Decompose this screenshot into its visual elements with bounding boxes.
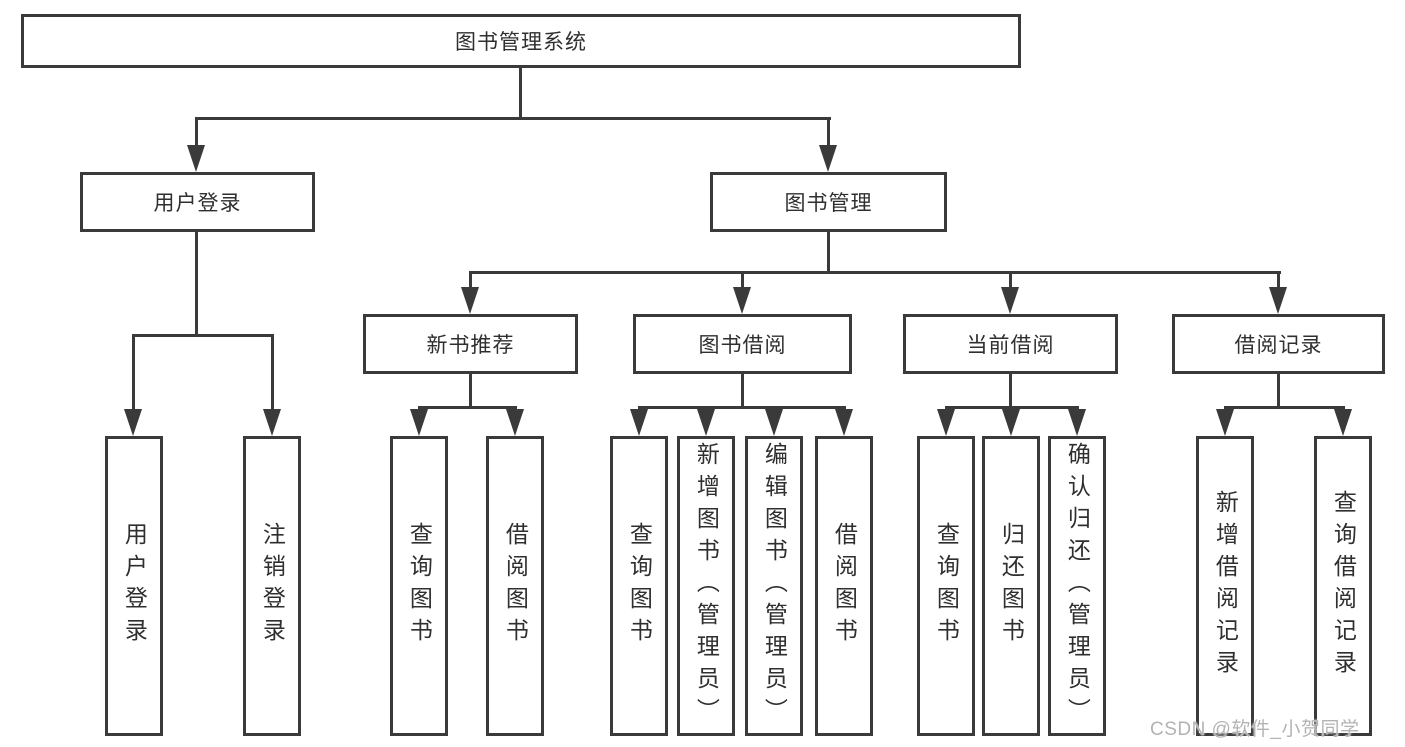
node-label: 查询图书 [626, 522, 653, 650]
arrow-down-icon [461, 287, 479, 314]
arrow-down-icon [124, 409, 142, 436]
node-label: 新书推荐 [426, 334, 515, 357]
connector-hline [638, 406, 846, 409]
node-borrow-records: 借阅记录 [1172, 314, 1385, 374]
connector-vline [1277, 374, 1280, 409]
leaf-borrow-books: 借阅图书 [815, 436, 873, 736]
node-label: 借阅记录 [1234, 334, 1323, 357]
leaf-query-borrow-record: 查询借阅记录 [1314, 436, 1372, 736]
node-label: 用户登录 [153, 192, 242, 215]
arrow-down-icon [733, 287, 751, 314]
arrow-down-icon [819, 145, 837, 172]
leaf-query-books-current: 查询图书 [917, 436, 975, 736]
connector-vline [195, 232, 198, 337]
node-label: 借阅图书 [831, 522, 858, 650]
connector-vline [1009, 374, 1012, 409]
arrow-down-icon [630, 409, 648, 436]
connector-vline [741, 374, 744, 409]
arrow-down-icon [835, 409, 853, 436]
node-current-borrow: 当前借阅 [903, 314, 1118, 374]
leaf-query-books-recommend: 查询图书 [390, 436, 448, 736]
connector-vline [132, 334, 135, 409]
leaf-logout: 注销登录 [243, 436, 301, 736]
node-label: 确认归还（管理员） [1064, 442, 1091, 730]
arrow-down-icon [1216, 409, 1234, 436]
arrow-down-icon [1269, 287, 1287, 314]
connector-hline [945, 406, 1079, 409]
arrow-down-icon [1068, 409, 1086, 436]
node-label: 查询图书 [406, 522, 433, 650]
leaf-confirm-return-admin: 确认归还（管理员） [1048, 436, 1106, 736]
node-label: 当前借阅 [966, 334, 1055, 357]
arrow-down-icon [937, 409, 955, 436]
connector-vline [519, 68, 522, 120]
node-label: 注销登录 [259, 522, 286, 650]
connector-vline [195, 117, 198, 149]
csdn-watermark: CSDN @软件_小贺同学 [1150, 719, 1360, 740]
connector-hline [195, 117, 831, 120]
node-label: 图书管理 [784, 192, 873, 215]
connector-vline [741, 271, 744, 289]
leaf-borrow-books-recommend: 借阅图书 [486, 436, 544, 736]
node-book-management: 图书管理 [710, 172, 947, 232]
leaf-add-books-admin: 新增图书（管理员） [677, 436, 735, 736]
arrow-down-icon [1001, 287, 1019, 314]
leaf-edit-books-admin: 编辑图书（管理员） [745, 436, 803, 736]
connector-vline [1009, 271, 1012, 289]
connector-vline [469, 374, 472, 409]
node-label: 图书借阅 [698, 334, 787, 357]
node-label: 查询图书 [933, 522, 960, 650]
arrow-down-icon [263, 409, 281, 436]
arrow-down-icon [697, 409, 715, 436]
arrow-down-icon [1334, 409, 1352, 436]
leaf-user-login: 用户登录 [105, 436, 163, 736]
node-label: 查询借阅记录 [1330, 490, 1357, 682]
node-label: 编辑图书（管理员） [761, 442, 788, 730]
connector-hline [132, 334, 274, 337]
arrow-down-icon [410, 409, 428, 436]
connector-hline [1224, 406, 1345, 409]
arrow-down-icon [1002, 409, 1020, 436]
node-label: 新增图书（管理员） [693, 442, 720, 730]
connector-vline [469, 271, 472, 289]
connector-vline [1277, 271, 1280, 289]
connector-vline [271, 334, 274, 409]
connector-hline [418, 406, 517, 409]
node-book-management-system: 图书管理系统 [21, 14, 1021, 68]
node-label: 归还图书 [998, 522, 1025, 650]
node-label: 图书管理系统 [455, 31, 587, 54]
node-label: 借阅图书 [502, 522, 529, 650]
node-user-login: 用户登录 [80, 172, 315, 232]
node-label: 用户登录 [121, 522, 148, 650]
leaf-add-borrow-record: 新增借阅记录 [1196, 436, 1254, 736]
arrow-down-icon [765, 409, 783, 436]
node-new-book-recommend: 新书推荐 [363, 314, 578, 374]
arrow-down-icon [506, 409, 524, 436]
node-book-borrow: 图书借阅 [633, 314, 852, 374]
connector-vline [827, 117, 830, 149]
connector-vline [827, 232, 830, 274]
leaf-return-books: 归还图书 [982, 436, 1040, 736]
connector-hline [469, 271, 1281, 274]
arrow-down-icon [187, 145, 205, 172]
node-label: 新增借阅记录 [1212, 490, 1239, 682]
leaf-query-books-borrow: 查询图书 [610, 436, 668, 736]
